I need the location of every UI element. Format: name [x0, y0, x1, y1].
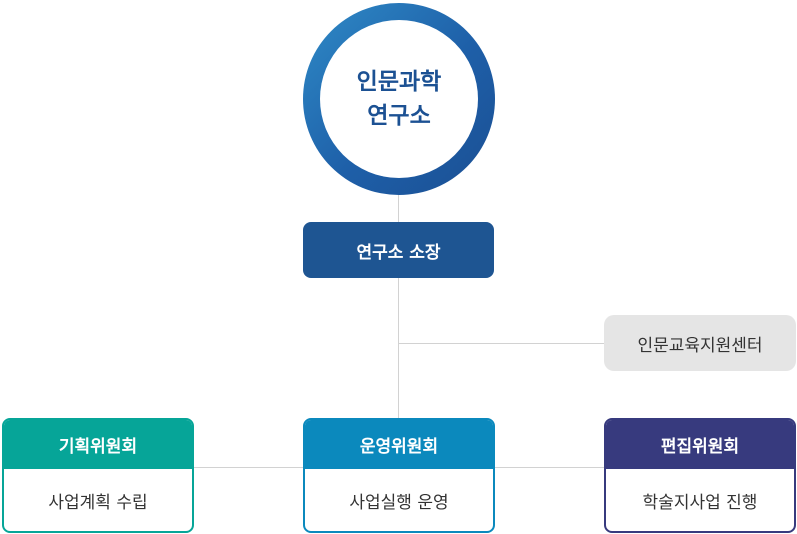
- support-center-box: 인문교육지원센터: [604, 315, 796, 371]
- institute-circle-inner: 인문과학 연구소: [320, 20, 478, 178]
- committee-planning-role: 사업계획 수립: [48, 492, 148, 513]
- institute-name-line1: 인문과학: [356, 69, 442, 95]
- committee-operation: 운영위원회 사업실행 운영: [303, 418, 495, 533]
- committee-editorial-title: 편집위원회: [606, 420, 794, 469]
- committee-operation-title: 운영위원회: [305, 420, 493, 469]
- institute-circle: 인문과학 연구소: [303, 3, 495, 195]
- committee-planning: 기획위원회 사업계획 수립: [2, 418, 194, 533]
- connector-to-support-center: [398, 343, 604, 344]
- institute-name-line2: 연구소: [367, 103, 431, 129]
- committee-editorial: 편집위원회 학술지사업 진행: [604, 418, 796, 533]
- connector-vertical: [398, 195, 399, 419]
- committee-editorial-role: 학술지사업 진행: [642, 492, 758, 513]
- director-box: 연구소 소장: [303, 222, 494, 278]
- committee-planning-title: 기획위원회: [4, 420, 192, 469]
- committee-operation-role: 사업실행 운영: [349, 492, 449, 513]
